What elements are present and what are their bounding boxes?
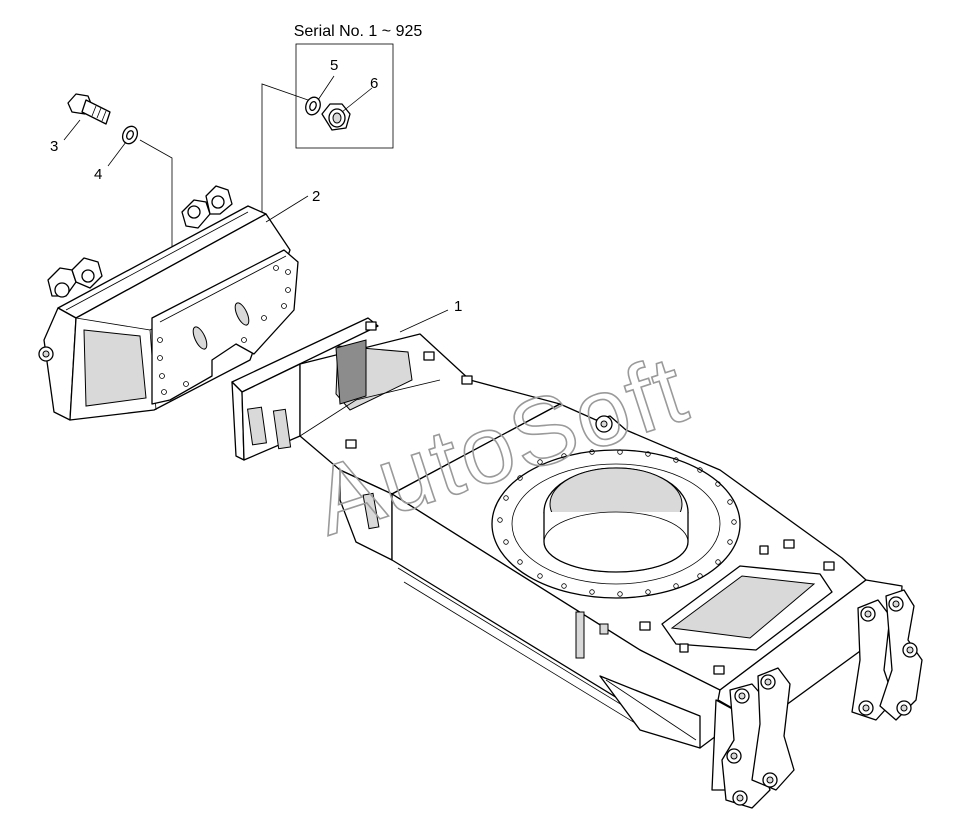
front-bracket-part-2 xyxy=(38,185,299,421)
main-frame-part-1 xyxy=(231,317,923,809)
serial-range-group: Serial No. 1 ~ 925 xyxy=(294,23,423,149)
washer-part-5 xyxy=(305,96,321,116)
nut-part-6 xyxy=(321,103,351,131)
callout-part-1: 1 xyxy=(454,298,462,315)
rear-mount-lugs xyxy=(721,589,923,809)
serial-box xyxy=(295,43,394,149)
callout-part-2: 2 xyxy=(312,188,320,205)
callout-part-3: 3 xyxy=(50,138,58,155)
serial-note-label: Serial No. 1 ~ 925 xyxy=(294,23,423,40)
bolt-part-3 xyxy=(67,93,111,125)
flange-bolt-holes xyxy=(157,265,291,395)
callout-part-5: 5 xyxy=(330,57,338,74)
ring-bolt-holes xyxy=(497,449,737,597)
callout-part-4: 4 xyxy=(94,166,102,183)
callout-part-6: 6 xyxy=(370,75,378,92)
washer-part-4 xyxy=(121,125,139,145)
turntable-ring xyxy=(491,415,741,599)
callout-leaders xyxy=(63,75,449,333)
